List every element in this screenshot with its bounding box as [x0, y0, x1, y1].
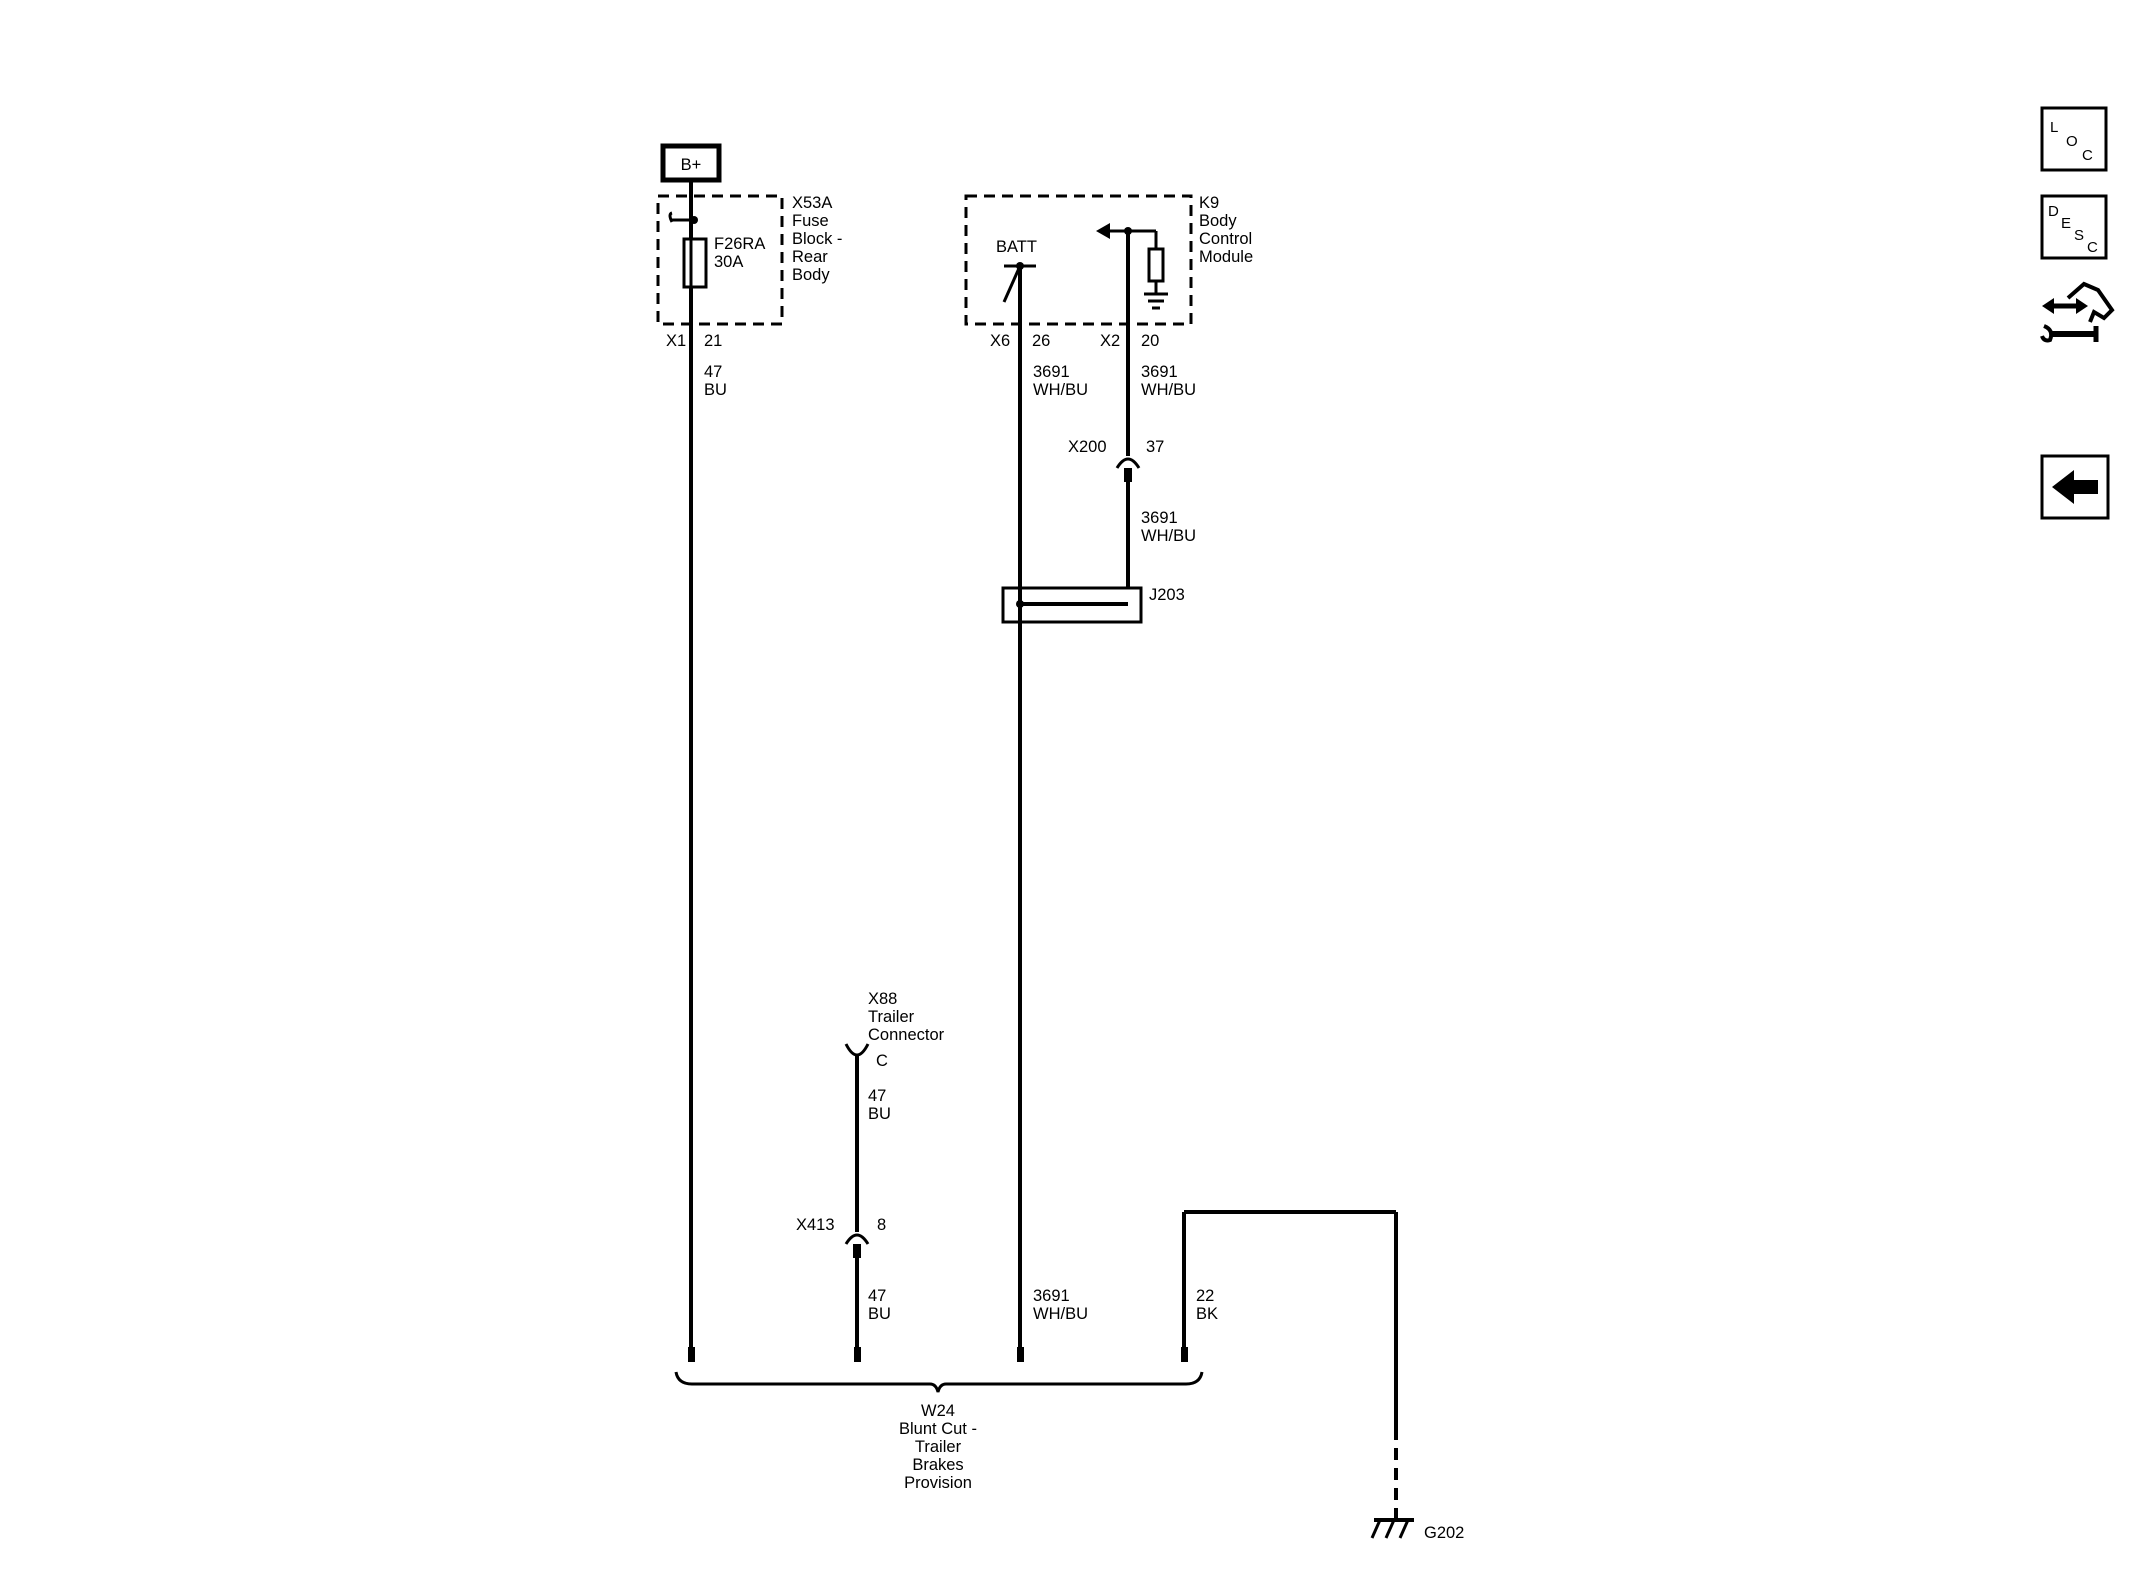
wire-circuit: 3691 [1033, 1287, 1070, 1305]
wire-color: BU [868, 1105, 891, 1123]
bcm-connector-right: X2 [1100, 332, 1120, 350]
x200-ref: X200 [1068, 438, 1107, 456]
fuse-f26ra [682, 237, 708, 289]
wire-3691-x2: 3691 WH/BU [1126, 324, 1196, 456]
loc-letter: O [2066, 133, 2078, 150]
wire-circuit: 3691 [1141, 509, 1178, 527]
wire-circuit: 3691 [1033, 363, 1070, 381]
wire-circuit: 47 [704, 363, 722, 381]
bcm-name-1: Body [1199, 212, 1237, 230]
x200-pin: 37 [1146, 438, 1164, 456]
batt-label: BATT [996, 238, 1037, 256]
wire-color: BK [1196, 1305, 1218, 1323]
loc-button[interactable]: L O C [2040, 106, 2108, 172]
harness-name-4: Provision [904, 1474, 972, 1492]
fuse-block-name-1: Fuse [792, 212, 829, 230]
fuse-id: F26RA [714, 235, 765, 253]
fuse-block-name-3: Rear [792, 248, 828, 266]
wire-color: BU [704, 381, 727, 399]
wire-circuit: 3691 [1141, 363, 1178, 381]
harness-name-1: Blunt Cut - [899, 1420, 977, 1438]
x88-pin: C [876, 1052, 888, 1070]
back-arrow-icon [2052, 470, 2098, 504]
bcm-name-2: Control [1199, 230, 1252, 248]
splice-j203: J203 [1001, 586, 1185, 624]
fuse-block-pin: 21 [704, 332, 722, 350]
harness-ref: W24 [921, 1402, 955, 1420]
ground-ref: G202 [1424, 1524, 1464, 1542]
ground-g202: G202 [1370, 1518, 1464, 1542]
wire-circuit: 47 [868, 1087, 886, 1105]
fuse-block-x53a: F26RA 30A X53A Fuse Block - Rear Body X1… [656, 180, 842, 350]
harness-name-3: Brakes [912, 1456, 963, 1474]
bcm-pin-left: 26 [1032, 332, 1050, 350]
wire-color: WH/BU [1141, 527, 1196, 545]
bcm-ref: K9 [1199, 194, 1219, 212]
x88-name-1: Trailer [868, 1008, 915, 1026]
wire-3691-x6: 3691 WH/BU 3691 WH/BU [1017, 268, 1088, 1362]
desc-letter: E [2061, 215, 2071, 232]
fuse-block-name-4: Body [792, 266, 830, 284]
bcm-pin-right: 20 [1141, 332, 1159, 350]
fuse-block-ref: X53A [792, 194, 832, 212]
desc-letter: C [2087, 239, 2098, 256]
bcm-name-3: Module [1199, 248, 1253, 266]
x413-pin: 8 [877, 1216, 886, 1234]
body-control-module-k9: BATT K9 Body Control Module X6 26 X2 20 [964, 194, 1253, 350]
fuse-rating: 30A [714, 253, 743, 271]
harness-name-2: Trailer [915, 1438, 962, 1456]
power-label: B+ [681, 156, 702, 174]
wire-47-bu-main: 47 BU [688, 324, 727, 1362]
desc-letter: D [2048, 203, 2059, 220]
wire-color: WH/BU [1033, 381, 1088, 399]
desc-button[interactable]: D E S C [2040, 194, 2108, 260]
splice-ref: J203 [1149, 586, 1185, 604]
loc-letter: C [2082, 147, 2093, 164]
wire-color: BU [868, 1305, 891, 1323]
wire-22-bk-ground: 22 BK [1181, 1210, 1398, 1518]
x88-name-2: Connector [868, 1026, 945, 1044]
connector-repair-icon[interactable] [2040, 281, 2115, 343]
back-button[interactable] [2040, 454, 2110, 520]
wire-color: WH/BU [1033, 1305, 1088, 1323]
wire-circuit: 22 [1196, 1287, 1214, 1305]
wire-3691-x200-out: 3691 WH/BU [1126, 482, 1196, 604]
x88-ref: X88 [868, 990, 897, 1008]
wire-47-bu-x413: 47 BU [854, 1258, 891, 1362]
x413-ref: X413 [796, 1216, 835, 1234]
inline-connector-x200: X200 37 [1068, 438, 1164, 482]
loc-letter: L [2050, 119, 2058, 136]
trailer-connector-x88: X88 Trailer Connector C [844, 990, 945, 1070]
inline-connector-x413: X413 8 [796, 1216, 886, 1258]
wire-circuit: 47 [868, 1287, 886, 1305]
battery-positive-source: B+ [660, 143, 722, 183]
wire-color: WH/BU [1141, 381, 1196, 399]
harness-w24: W24 Blunt Cut - Trailer Brakes Provision [674, 1371, 1204, 1492]
fuse-block-connector: X1 [666, 332, 686, 350]
bcm-connector-left: X6 [990, 332, 1010, 350]
desc-letter: S [2074, 227, 2084, 244]
fuse-block-name-2: Block - [792, 230, 842, 248]
wire-47-bu-x88: 47 BU [855, 1056, 891, 1232]
